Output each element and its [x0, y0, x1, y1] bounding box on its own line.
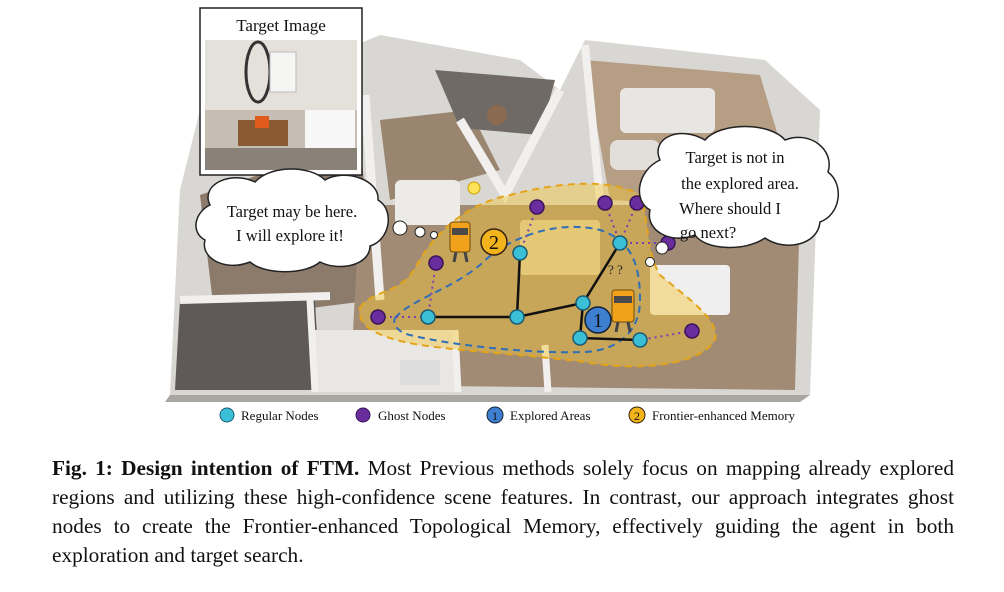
legend-item-ghost-nodes: Ghost Nodes	[355, 407, 446, 423]
target-image-label: Target Image	[236, 16, 326, 35]
target-image-panel: Target Image	[199, 7, 363, 176]
speech-bubble-left: Target may be here. I will explore it!	[195, 168, 438, 273]
speech-bubble-right: Target is not in the explored area. Wher…	[638, 125, 839, 267]
floor-bath	[175, 300, 320, 390]
svg-text:1: 1	[593, 310, 603, 332]
svg-text:Target is not in: Target is not in	[686, 148, 785, 167]
explored-region	[393, 226, 642, 354]
svg-text:Regular Nodes: Regular Nodes	[241, 408, 319, 423]
explored-marker-icon	[486, 406, 504, 424]
legend-item-explored-areas: 1 Explored Areas	[486, 406, 591, 424]
ghost-node	[370, 309, 386, 325]
svg-text:Target may be here.: Target may be here.	[227, 202, 357, 221]
caption-lead: Fig. 1: Design intention of FTM.	[52, 456, 360, 480]
regular-node	[612, 235, 628, 251]
ghost-node	[684, 323, 700, 339]
legend-item-regular-nodes: Regular Nodes	[219, 407, 319, 423]
figure: ? ? 1 2 Target Image Target may be here.…	[165, 7, 839, 424]
regular-node	[420, 309, 436, 325]
regular-node	[509, 309, 525, 325]
robot-agent-right	[611, 289, 635, 333]
regular-nodes	[420, 235, 648, 348]
ghost-node	[597, 195, 613, 211]
caption-body: Most Previous methods solely focus on ma…	[52, 456, 954, 567]
marker-explored: 1	[584, 306, 612, 334]
svg-text:Where should I: Where should I	[679, 199, 781, 218]
agent-question-marks: ? ?	[608, 262, 623, 277]
svg-text:Ghost Nodes: Ghost Nodes	[378, 408, 446, 423]
svg-text:1: 1	[492, 409, 498, 423]
figure-caption: Fig. 1: Design intention of FTM. Most Pr…	[52, 454, 954, 570]
legend: Regular Nodes Ghost Nodes 1 Explored Are…	[219, 406, 796, 424]
svg-text:go next?: go next?	[680, 223, 736, 242]
legend-item-frontier-memory: 2 Frontier-enhanced Memory	[628, 406, 796, 424]
svg-text:Explored Areas: Explored Areas	[510, 408, 591, 423]
kitchen-island	[650, 265, 730, 315]
robot-agent-left	[449, 181, 481, 263]
ghost-node	[529, 199, 545, 215]
regular-node	[512, 245, 528, 261]
ghost-node	[428, 255, 444, 271]
floorplan-illustration: ? ? 1 2 Target Image Target may be here.…	[165, 7, 839, 424]
regular-node	[575, 295, 591, 311]
svg-text:2: 2	[489, 232, 499, 254]
svg-text:I will explore it!: I will explore it!	[236, 226, 344, 245]
svg-text:2: 2	[634, 409, 640, 423]
svg-text:Frontier-enhanced Memory: Frontier-enhanced Memory	[652, 408, 796, 423]
lightbulb-icon	[467, 181, 481, 195]
regular-node	[572, 330, 588, 346]
floor-balcony	[435, 70, 555, 135]
marker-frontier: 2	[480, 228, 508, 256]
svg-text:the explored area.: the explored area.	[681, 174, 799, 193]
frontier-marker-icon	[628, 406, 646, 424]
dining-table	[520, 220, 600, 275]
bed	[395, 180, 460, 225]
ghost-node-icon	[355, 407, 371, 423]
regular-node-icon	[219, 407, 235, 423]
regular-node	[632, 332, 648, 348]
sofa	[620, 88, 715, 133]
